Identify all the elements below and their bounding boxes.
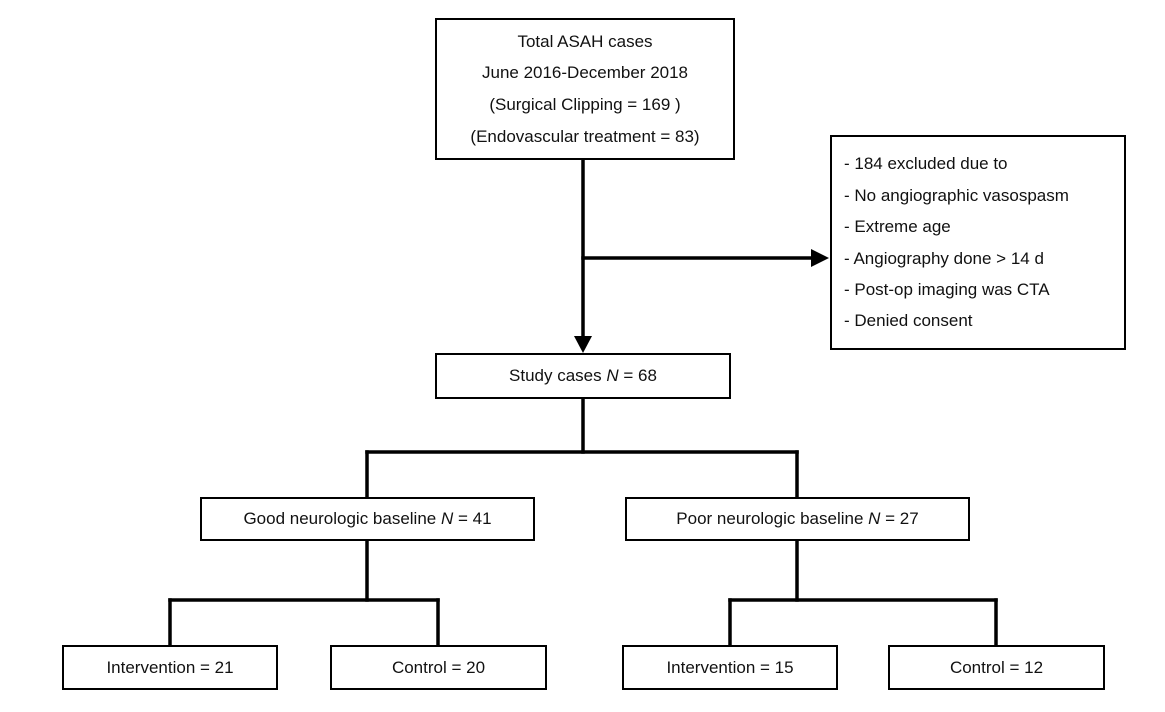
good-baseline-label: Good neurologic baseline	[243, 509, 437, 529]
flow-box-control-good: Control = 20	[330, 645, 547, 690]
poor-baseline-n: N	[868, 509, 881, 529]
poor-baseline-value: = 27	[885, 509, 919, 529]
connector-good-split	[168, 539, 440, 647]
poor-baseline-label: Poor neurologic baseline	[676, 509, 864, 529]
flow-box-good-baseline: Good neurologic baseline N = 41	[200, 497, 535, 541]
exclusion-item-4: - Angiography done > 14 d	[844, 248, 1044, 268]
flow-box-total-cases: Total ASAH cases June 2016-December 2018…	[435, 18, 735, 160]
study-cases-value: = 68	[623, 366, 657, 386]
intervention-good-label: Intervention = 21	[106, 657, 234, 677]
total-cases-line-4: (Endovascular treatment = 83)	[470, 127, 700, 147]
flow-box-study-cases: Study cases N = 68	[435, 353, 731, 399]
exclusion-item-1: - 184 excluded due to	[844, 154, 1008, 174]
exclusion-item-3: - Extreme age	[844, 217, 951, 237]
control-good-label: Control = 20	[391, 657, 486, 677]
flow-box-poor-baseline: Poor neurologic baseline N = 27	[625, 497, 970, 541]
connector-study-split	[365, 397, 799, 499]
total-cases-line-3: (Surgical Clipping = 169 )	[489, 95, 681, 115]
flow-box-intervention-poor: Intervention = 15	[622, 645, 838, 690]
control-poor-label: Control = 12	[949, 657, 1044, 677]
intervention-poor-label: Intervention = 15	[666, 657, 794, 677]
flow-box-control-poor: Control = 12	[888, 645, 1105, 690]
arrowhead-down-icon	[574, 336, 592, 353]
study-cases-n: N	[606, 366, 619, 386]
total-cases-line-1: Total ASAH cases	[517, 31, 653, 51]
good-baseline-value: = 41	[458, 509, 492, 529]
exclusion-item-5: - Post-op imaging was CTA	[844, 280, 1050, 300]
flow-box-exclusions: - 184 excluded due to - No angiographic …	[830, 135, 1126, 350]
arrowhead-right-icon	[811, 249, 829, 267]
exclusion-item-2: - No angiographic vasospasm	[844, 185, 1069, 205]
total-cases-line-2: June 2016-December 2018	[481, 63, 689, 83]
study-cases-label: Study cases	[509, 366, 602, 386]
flow-box-intervention-good: Intervention = 21	[62, 645, 278, 690]
exclusion-item-6: - Denied consent	[844, 311, 973, 331]
good-baseline-n: N	[440, 509, 454, 529]
connector-poor-split	[728, 539, 998, 647]
